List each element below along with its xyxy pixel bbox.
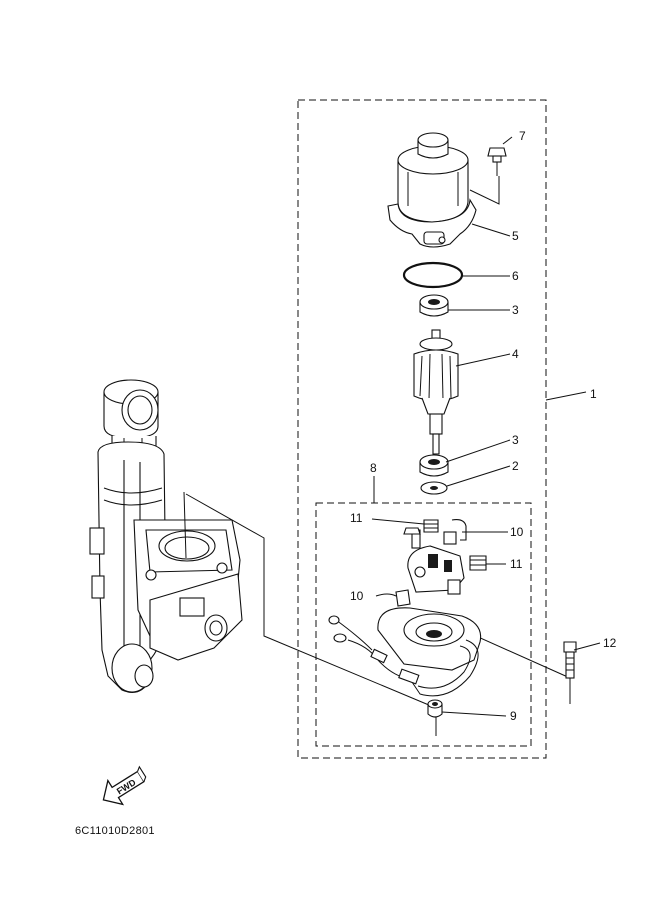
brush-holder-plate <box>403 527 465 595</box>
callout-12: 12 <box>603 636 617 650</box>
callout-11-lower: 11 <box>510 557 523 571</box>
assembly-8-boundary <box>315 502 532 747</box>
callout-10-upper: 10 <box>510 525 524 539</box>
callout-11-upper: 11 <box>350 511 363 525</box>
tilt-cylinder-assembly <box>89 379 243 693</box>
callout-1: 1 <box>590 387 597 401</box>
grommet-part-9 <box>427 699 443 718</box>
brush-spring-part-11 <box>423 519 487 571</box>
fwd-arrow-icon: FWD <box>102 765 147 806</box>
callout-6: 6 <box>512 269 519 283</box>
motor-yoke-part-5 <box>387 132 477 248</box>
bearing-upper-part-3 <box>419 294 449 317</box>
brush-part-10 <box>375 519 467 607</box>
callout-5: 5 <box>512 229 519 243</box>
end-cover-with-cables <box>328 607 482 697</box>
drawing-code: 6C11010D2801 <box>75 825 155 837</box>
callout-9: 9 <box>510 709 517 723</box>
callout-8: 8 <box>370 461 377 475</box>
assembly-1-boundary <box>297 99 547 759</box>
callout-10-lower: 10 <box>350 589 364 603</box>
callout-3-upper: 3 <box>512 303 519 317</box>
callout-3-lower: 3 <box>512 433 519 447</box>
bearing-lower-part-3 <box>419 454 449 477</box>
callout-7: 7 <box>519 129 526 143</box>
washer-part-2 <box>420 481 448 495</box>
callout-2: 2 <box>512 459 519 473</box>
o-ring-part-6 <box>402 261 464 289</box>
leader-7 <box>469 176 500 205</box>
armature-part-4 <box>413 329 459 455</box>
bolt-part-12 <box>563 641 577 679</box>
callout-4: 4 <box>512 347 519 361</box>
bolt-part-7 <box>487 147 507 176</box>
